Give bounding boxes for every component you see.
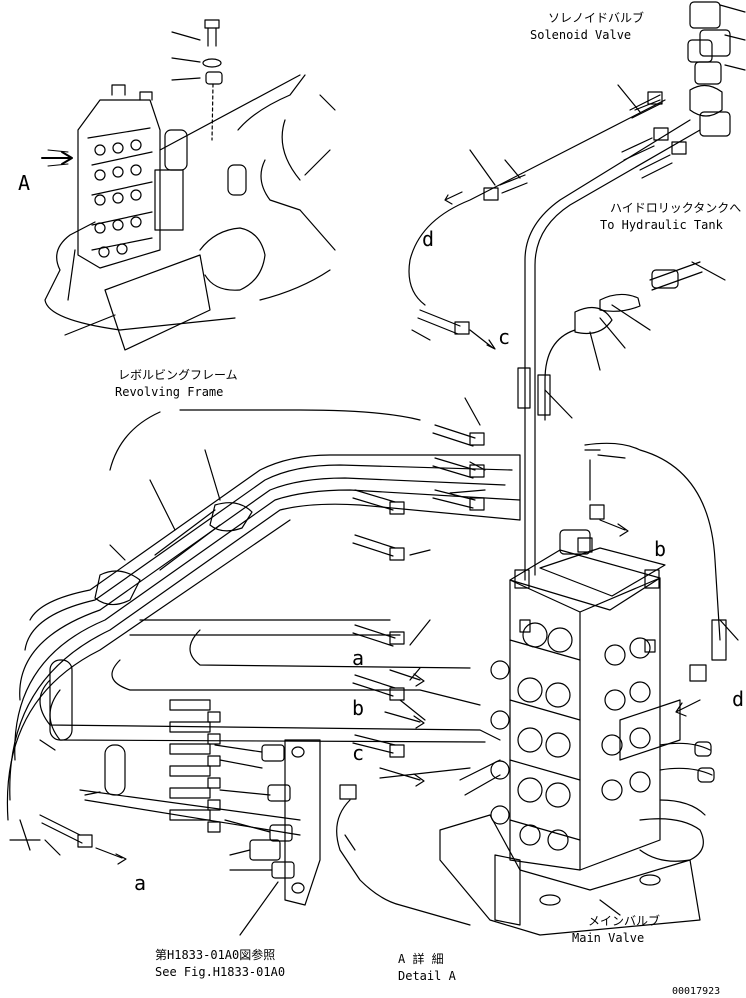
marker-c-upper: c [498,325,510,349]
main-valve [336,442,739,936]
marker-b-upper: b [654,537,666,561]
label-see-fig-jp: 第H1833-01A0図参照 [155,947,275,962]
harness-fittings [352,397,486,758]
marker-d-upper: d [422,227,434,251]
marker-view-a: A [18,171,30,195]
label-detail-jp: A 詳 細 [398,951,444,966]
marker-b-lower: b [352,696,364,720]
label-hydraulic-tank-en: To Hydraulic Tank [600,218,724,232]
marker-a-lower: a [134,871,146,895]
label-hydraulic-tank-jp: ハイドロリックタンクへ [610,201,741,215]
flow-arrows [379,669,425,787]
label-main-valve-en: Main Valve [572,931,644,945]
marker-d-lower: d [732,687,744,711]
label-solenoid-jp: ソレノイドバルブ [548,10,644,25]
label-revolving-frame-jp: レボルビングフレーム [118,368,238,382]
revolving-frame-inset [41,19,336,351]
label-revolving-frame-en: Revolving Frame [115,385,223,399]
upper-fittings [411,191,551,416]
solenoid-valve-assembly [408,1,746,581]
label-solenoid-en: Solenoid Valve [530,28,631,42]
label-detail-en: Detail A [398,969,457,983]
marker-a-upper: a [352,646,364,670]
hose-harness [6,409,521,851]
junction-block [39,699,321,936]
marker-c-lower: c [352,741,364,765]
label-see-fig-en: See Fig.H1833-01A0 [155,965,285,979]
annotations: ソレノイドバルブ Solenoid Valve ハイドロリックタンクへ To H… [18,10,744,997]
label-main-valve-jp: メインバルブ [588,913,660,928]
drawing-number: 00017923 [672,986,720,997]
